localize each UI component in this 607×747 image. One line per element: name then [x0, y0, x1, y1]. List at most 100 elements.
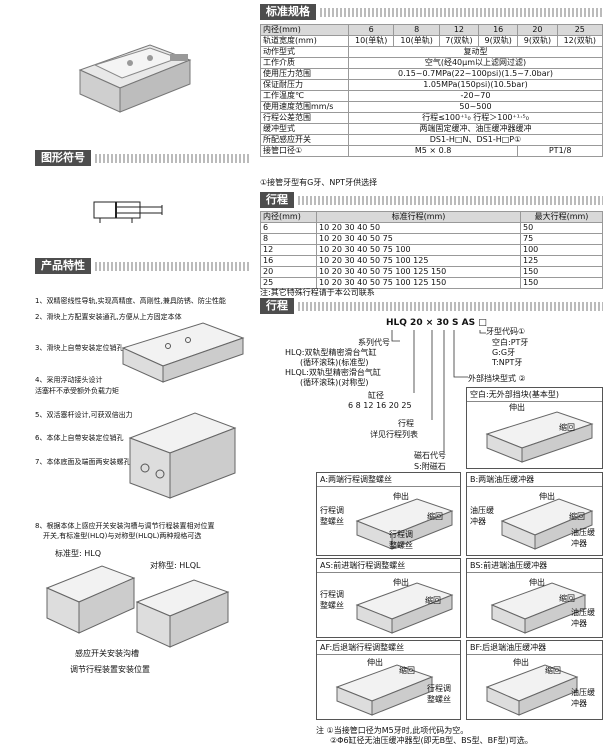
- section-spec: 标准规格: [260, 4, 603, 20]
- stroke-header: 标准行程(mm): [316, 211, 521, 223]
- spec-table: 内径(mm) 6 8 12 16 20 25 轨道宽度(mm) 10(单轨) 1…: [260, 24, 604, 157]
- spec-header: 6: [347, 24, 395, 36]
- option-box-bf: BF:后退端油压缓冲器 伸出 缩回 油压缓冲器: [466, 640, 603, 720]
- spec-header-row: 内径(mm) 6 8 12 16 20 25: [260, 24, 604, 36]
- series-hlql: HLQL:双轨型精密滑台气缸: [285, 368, 381, 377]
- spec-name: 动作型式: [260, 46, 349, 58]
- cylinder-drawing-2: [128, 412, 237, 499]
- spec-value: 复动型: [348, 46, 603, 58]
- spec-row: 工作温度℃-20~70: [260, 90, 603, 102]
- stroke-cell: 100: [520, 244, 603, 256]
- section-features: 产品特性: [35, 258, 250, 274]
- label-retract: 缩回: [569, 512, 585, 521]
- cylinder-drawing-1: [121, 322, 245, 383]
- label-retract: 缩回: [559, 423, 575, 432]
- stroke-cell: 12: [260, 244, 317, 256]
- spec-value: M5 × 0.8: [347, 145, 519, 157]
- label-extend: 伸出: [513, 658, 529, 667]
- feature-6: 6、本体上自带安装定位销孔: [35, 434, 124, 442]
- label-standard: 标准型: HLQ: [55, 549, 102, 558]
- option-box-a: A:两端行程调整螺丝 伸出 缩回 行程调整螺丝 行程调整螺丝: [316, 472, 461, 556]
- stroke-detail: 详见行程列表: [370, 430, 418, 439]
- feature-4b: 活塞杆不承受额外负载力矩: [35, 387, 119, 395]
- stroke-cell: 150: [520, 277, 603, 289]
- label-retract: 缩回: [427, 512, 443, 521]
- feature-3: 3、滑块上自带安装定位销孔: [35, 344, 124, 352]
- option-drawing: [485, 664, 579, 716]
- stroke-cell: 75: [520, 233, 603, 245]
- option-box-bs: BS:前进端油压缓冲器 伸出 缩回 油压缓冲器: [466, 558, 603, 638]
- spec-name: 工作温度℃: [260, 90, 349, 102]
- label-retract: 缩回: [559, 594, 575, 603]
- order-note-1: 注 ①当接管口径为M5牙时,此项代码为空。: [316, 726, 469, 735]
- option-title: B:两端油压缓冲器: [467, 473, 602, 487]
- spec-row: 轨道宽度(mm) 10(单轨) 10(单轨) 7(双轨) 9(双轨) 9(双轨)…: [260, 35, 604, 47]
- spec-header: 16: [478, 24, 519, 36]
- stroke-cell: 10 20 30 40 50 75 100 125 150: [316, 277, 521, 289]
- spec-name: 所配感应开关: [260, 134, 349, 146]
- spec-value: 50~500: [348, 101, 603, 113]
- spec-header: 内径(mm): [260, 24, 349, 36]
- label-retract: 缩回: [545, 666, 561, 675]
- spec-header: 12: [438, 24, 480, 36]
- spec-value: -20~70: [348, 90, 603, 102]
- label-shock-absorber: 油压缓冲器: [571, 608, 595, 628]
- section-stroke: 行程: [260, 192, 603, 208]
- spec-row: 工作介质空气(经40μm以上滤网过滤): [260, 57, 603, 69]
- cylinder-drawing-standard: [45, 565, 136, 634]
- option-title: AF:后退端行程调整螺丝: [317, 641, 460, 655]
- option-box-as: AS:前进端行程调整螺丝 伸出 缩回 行程调整螺丝: [316, 558, 461, 638]
- spec-name: 缓冲型式: [260, 123, 349, 135]
- option-box-b: B:两端油压缓冲器 伸出 缩回 油压缓冲器 油压缓冲器: [466, 472, 603, 556]
- spec-value: 空气(经40μm以上滤网过滤): [348, 57, 603, 69]
- spec-cell: 7(双轨): [438, 35, 480, 47]
- feature-1: 1、双精密线性导轨,实现高精度、高刚性,兼具防锈、防尘性能: [35, 297, 226, 305]
- spec-header: 20: [517, 24, 558, 36]
- stroke-cell: 6: [260, 222, 317, 234]
- order-leader-lines: [391, 330, 486, 453]
- stroke-cell: 10 20 30 40 50 75: [316, 233, 521, 245]
- bore-label: 缸径: [368, 391, 384, 400]
- option-drawing: [490, 582, 587, 634]
- option-title: A:两端行程调整螺丝: [317, 473, 460, 487]
- label-adjust-screw: 行程调整螺丝: [320, 506, 344, 526]
- option-drawing: [355, 498, 454, 550]
- magnet-s: S:附磁石: [414, 462, 446, 471]
- option-title: 空白:无外部挡块(基本型): [467, 388, 602, 402]
- label-retract: 缩回: [425, 596, 441, 605]
- thread-t: T:NPT牙: [492, 358, 523, 367]
- stroke-cell: 150: [520, 266, 603, 278]
- label-adjust-screw: 行程调整螺丝: [427, 684, 451, 704]
- feature-7: 7、本体底面及端面两安装螺孔: [35, 458, 131, 466]
- spec-name: 保证耐压力: [260, 79, 349, 91]
- section-symbol: 图形符号: [35, 150, 250, 166]
- stroke-header: 内径(mm): [260, 211, 317, 223]
- label-adjust-screw: 行程调整螺丝: [389, 530, 413, 550]
- label-extend: 伸出: [393, 492, 409, 501]
- series-hlq-sub: (循环滚珠)(标准型): [300, 358, 369, 367]
- option-box-af: AF:后退端行程调整螺丝 伸出 缩回 行程调整螺丝: [316, 640, 461, 720]
- label-extend: 伸出: [539, 492, 555, 501]
- spec-value: 1.05MPa(150psi)(10.5bar): [348, 79, 603, 91]
- option-title: BF:后退端油压缓冲器: [467, 641, 602, 655]
- label-shock-absorber: 油压缓冲器: [571, 528, 595, 548]
- label-stroke-device: 调节行程装置安装位置: [70, 665, 150, 674]
- feature-8b: 开关,有标准型(HLQ)与对称型(HLQL)两种规格可选: [43, 532, 202, 540]
- spec-name: 轨道宽度(mm): [260, 35, 349, 47]
- magnet-label: 磁石代号: [414, 451, 446, 460]
- thread-blank: 空白:PT牙: [492, 338, 529, 347]
- spec-note: ①接管牙型有G牙、NPT牙供选择: [260, 178, 378, 187]
- option-title: BS:前进端油压缓冲器: [467, 559, 602, 573]
- spec-value: 两端固定缓冲、油压缓冲器缓冲: [348, 123, 603, 135]
- spec-name: 使用速度范围mm/s: [260, 101, 349, 113]
- spec-cell: 12(双轨): [556, 35, 604, 47]
